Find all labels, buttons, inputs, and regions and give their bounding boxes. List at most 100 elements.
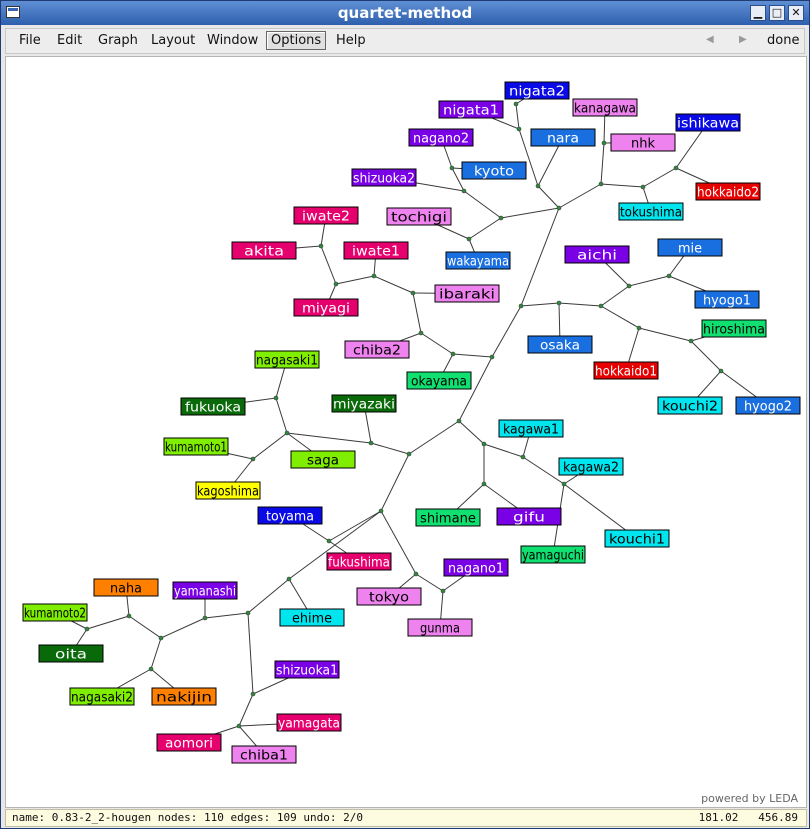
internal-node[interactable] bbox=[520, 454, 526, 460]
leaf-node-kouchi1[interactable]: kouchi1 bbox=[604, 529, 670, 548]
menu-window[interactable]: Window bbox=[207, 33, 259, 48]
internal-node[interactable] bbox=[371, 273, 377, 279]
maximize-icon[interactable]: □ bbox=[769, 5, 785, 21]
leaf-box[interactable] bbox=[618, 202, 684, 221]
leaf-node-hokkaido1[interactable]: hokkaido1 bbox=[593, 361, 659, 380]
leaf-node-nakijin[interactable]: nakijin bbox=[151, 687, 217, 706]
leaf-box[interactable] bbox=[93, 578, 159, 597]
internal-node[interactable] bbox=[333, 281, 339, 287]
internal-node[interactable] bbox=[440, 588, 446, 594]
leaf-box[interactable] bbox=[735, 396, 801, 415]
leaf-node-osaka[interactable]: osaka bbox=[527, 335, 593, 354]
tree-edge[interactable] bbox=[286, 432, 372, 444]
tree-edge[interactable] bbox=[238, 693, 254, 727]
leaf-box[interactable] bbox=[231, 745, 297, 764]
leaf-node-kanagawa[interactable]: kanagawa bbox=[572, 98, 638, 117]
menu-help[interactable]: Help bbox=[336, 33, 366, 48]
internal-node[interactable] bbox=[449, 165, 455, 171]
leaf-node-shizuoka2[interactable]: shizuoka2 bbox=[351, 168, 417, 187]
leaf-box[interactable] bbox=[694, 290, 760, 309]
leaf-node-aomori[interactable]: aomori bbox=[156, 733, 222, 752]
leaf-node-hyogo2[interactable]: hyogo2 bbox=[735, 396, 801, 415]
leaf-box[interactable] bbox=[434, 284, 500, 303]
title-bar[interactable]: quartet-method ▁ □ ✕ bbox=[1, 1, 809, 25]
tree-edge[interactable] bbox=[690, 340, 722, 372]
internal-node[interactable] bbox=[456, 418, 462, 424]
tree-edge[interactable] bbox=[500, 207, 560, 219]
tree-edge[interactable] bbox=[380, 453, 410, 512]
leaf-box[interactable] bbox=[496, 507, 562, 526]
internal-node[interactable] bbox=[418, 330, 424, 336]
leaf-node-yamanashi[interactable]: yamanashi bbox=[172, 581, 238, 600]
leaf-box[interactable] bbox=[593, 361, 659, 380]
tree-edge[interactable] bbox=[252, 432, 288, 460]
leaf-node-miyazaki[interactable]: miyazaki bbox=[331, 394, 397, 413]
leaf-node-gunma[interactable]: gunma bbox=[407, 618, 473, 637]
leaf-node-wakayama[interactable]: wakayama bbox=[445, 251, 511, 270]
tree-edge[interactable] bbox=[420, 332, 454, 355]
tree-edge[interactable] bbox=[128, 615, 162, 639]
leaf-box[interactable] bbox=[326, 552, 392, 571]
leaf-node-nagasaki1[interactable]: nagasaki1 bbox=[254, 350, 320, 369]
leaf-node-oita[interactable]: oita bbox=[38, 644, 104, 663]
internal-node[interactable] bbox=[556, 205, 562, 211]
internal-node[interactable] bbox=[688, 338, 694, 344]
leaf-node-kouchi2[interactable]: kouchi2 bbox=[657, 396, 723, 415]
internal-node[interactable] bbox=[489, 354, 495, 360]
leaf-box[interactable] bbox=[408, 128, 474, 147]
leaf-box[interactable] bbox=[604, 529, 670, 548]
leaf-node-shizuoka1[interactable]: shizuoka1 bbox=[274, 660, 340, 679]
leaf-node-fukuoka[interactable]: fukuoka bbox=[180, 397, 246, 416]
leaf-box[interactable] bbox=[498, 419, 564, 438]
tree-edge[interactable] bbox=[373, 275, 414, 294]
tree-edge[interactable] bbox=[522, 456, 565, 485]
leaf-node-akita[interactable]: akita bbox=[231, 241, 297, 260]
internal-node[interactable] bbox=[378, 508, 384, 514]
internal-node[interactable] bbox=[601, 140, 607, 146]
internal-node[interactable] bbox=[406, 451, 412, 457]
leaf-node-nigata1[interactable]: nigata1 bbox=[438, 100, 504, 119]
leaf-node-kagawa2[interactable]: kagawa2 bbox=[558, 457, 624, 476]
internal-node[interactable] bbox=[250, 456, 256, 462]
tree-edge[interactable] bbox=[558, 302, 602, 307]
internal-node[interactable] bbox=[450, 351, 456, 357]
leaf-box[interactable] bbox=[386, 207, 452, 226]
leaf-box[interactable] bbox=[610, 133, 676, 152]
internal-node[interactable] bbox=[561, 481, 567, 487]
leaf-box[interactable] bbox=[163, 437, 229, 456]
leaf-box[interactable] bbox=[657, 396, 723, 415]
tree-edge[interactable] bbox=[558, 183, 602, 209]
menu-graph[interactable]: Graph bbox=[98, 33, 138, 48]
leaf-node-iwate2[interactable]: iwate2 bbox=[293, 206, 359, 225]
minimize-icon[interactable]: ▁ bbox=[750, 5, 766, 21]
leaf-box[interactable] bbox=[558, 457, 624, 476]
window-menu-icon[interactable] bbox=[6, 6, 20, 18]
leaf-box[interactable] bbox=[461, 161, 527, 180]
tree-edge[interactable] bbox=[520, 207, 560, 307]
leaf-node-yamaguchi[interactable]: yamaguchi bbox=[520, 545, 586, 564]
leaf-node-tochigi[interactable]: tochigi bbox=[386, 207, 452, 226]
leaf-node-mie[interactable]: mie bbox=[657, 238, 723, 257]
leaf-box[interactable] bbox=[504, 81, 570, 100]
leaf-box[interactable] bbox=[22, 603, 88, 622]
leaf-box[interactable] bbox=[293, 298, 359, 317]
leaf-node-tokushima[interactable]: tokushima bbox=[618, 202, 684, 221]
leaf-box[interactable] bbox=[195, 481, 261, 500]
leaf-box[interactable] bbox=[701, 319, 767, 338]
leaf-box[interactable] bbox=[343, 241, 409, 260]
leaf-node-fukushima[interactable]: fukushima bbox=[326, 552, 392, 571]
internal-node[interactable] bbox=[673, 165, 679, 171]
leaf-node-gifu[interactable]: gifu bbox=[496, 507, 562, 526]
tree-edge[interactable] bbox=[370, 442, 410, 455]
tree-edge[interactable] bbox=[247, 578, 290, 614]
leaf-box[interactable] bbox=[257, 506, 323, 525]
tree-edge[interactable] bbox=[335, 275, 375, 285]
tree-edge[interactable] bbox=[468, 217, 502, 240]
leaf-box[interactable] bbox=[351, 168, 417, 187]
leaf-node-hiroshima[interactable]: hiroshima bbox=[701, 319, 767, 338]
internal-node[interactable] bbox=[718, 368, 724, 374]
internal-node[interactable] bbox=[284, 430, 290, 436]
leaf-node-ibaraki[interactable]: ibaraki bbox=[434, 284, 500, 303]
leaf-node-nagano1[interactable]: nagano1 bbox=[443, 558, 509, 577]
leaf-node-hyogo1[interactable]: hyogo1 bbox=[694, 290, 760, 309]
